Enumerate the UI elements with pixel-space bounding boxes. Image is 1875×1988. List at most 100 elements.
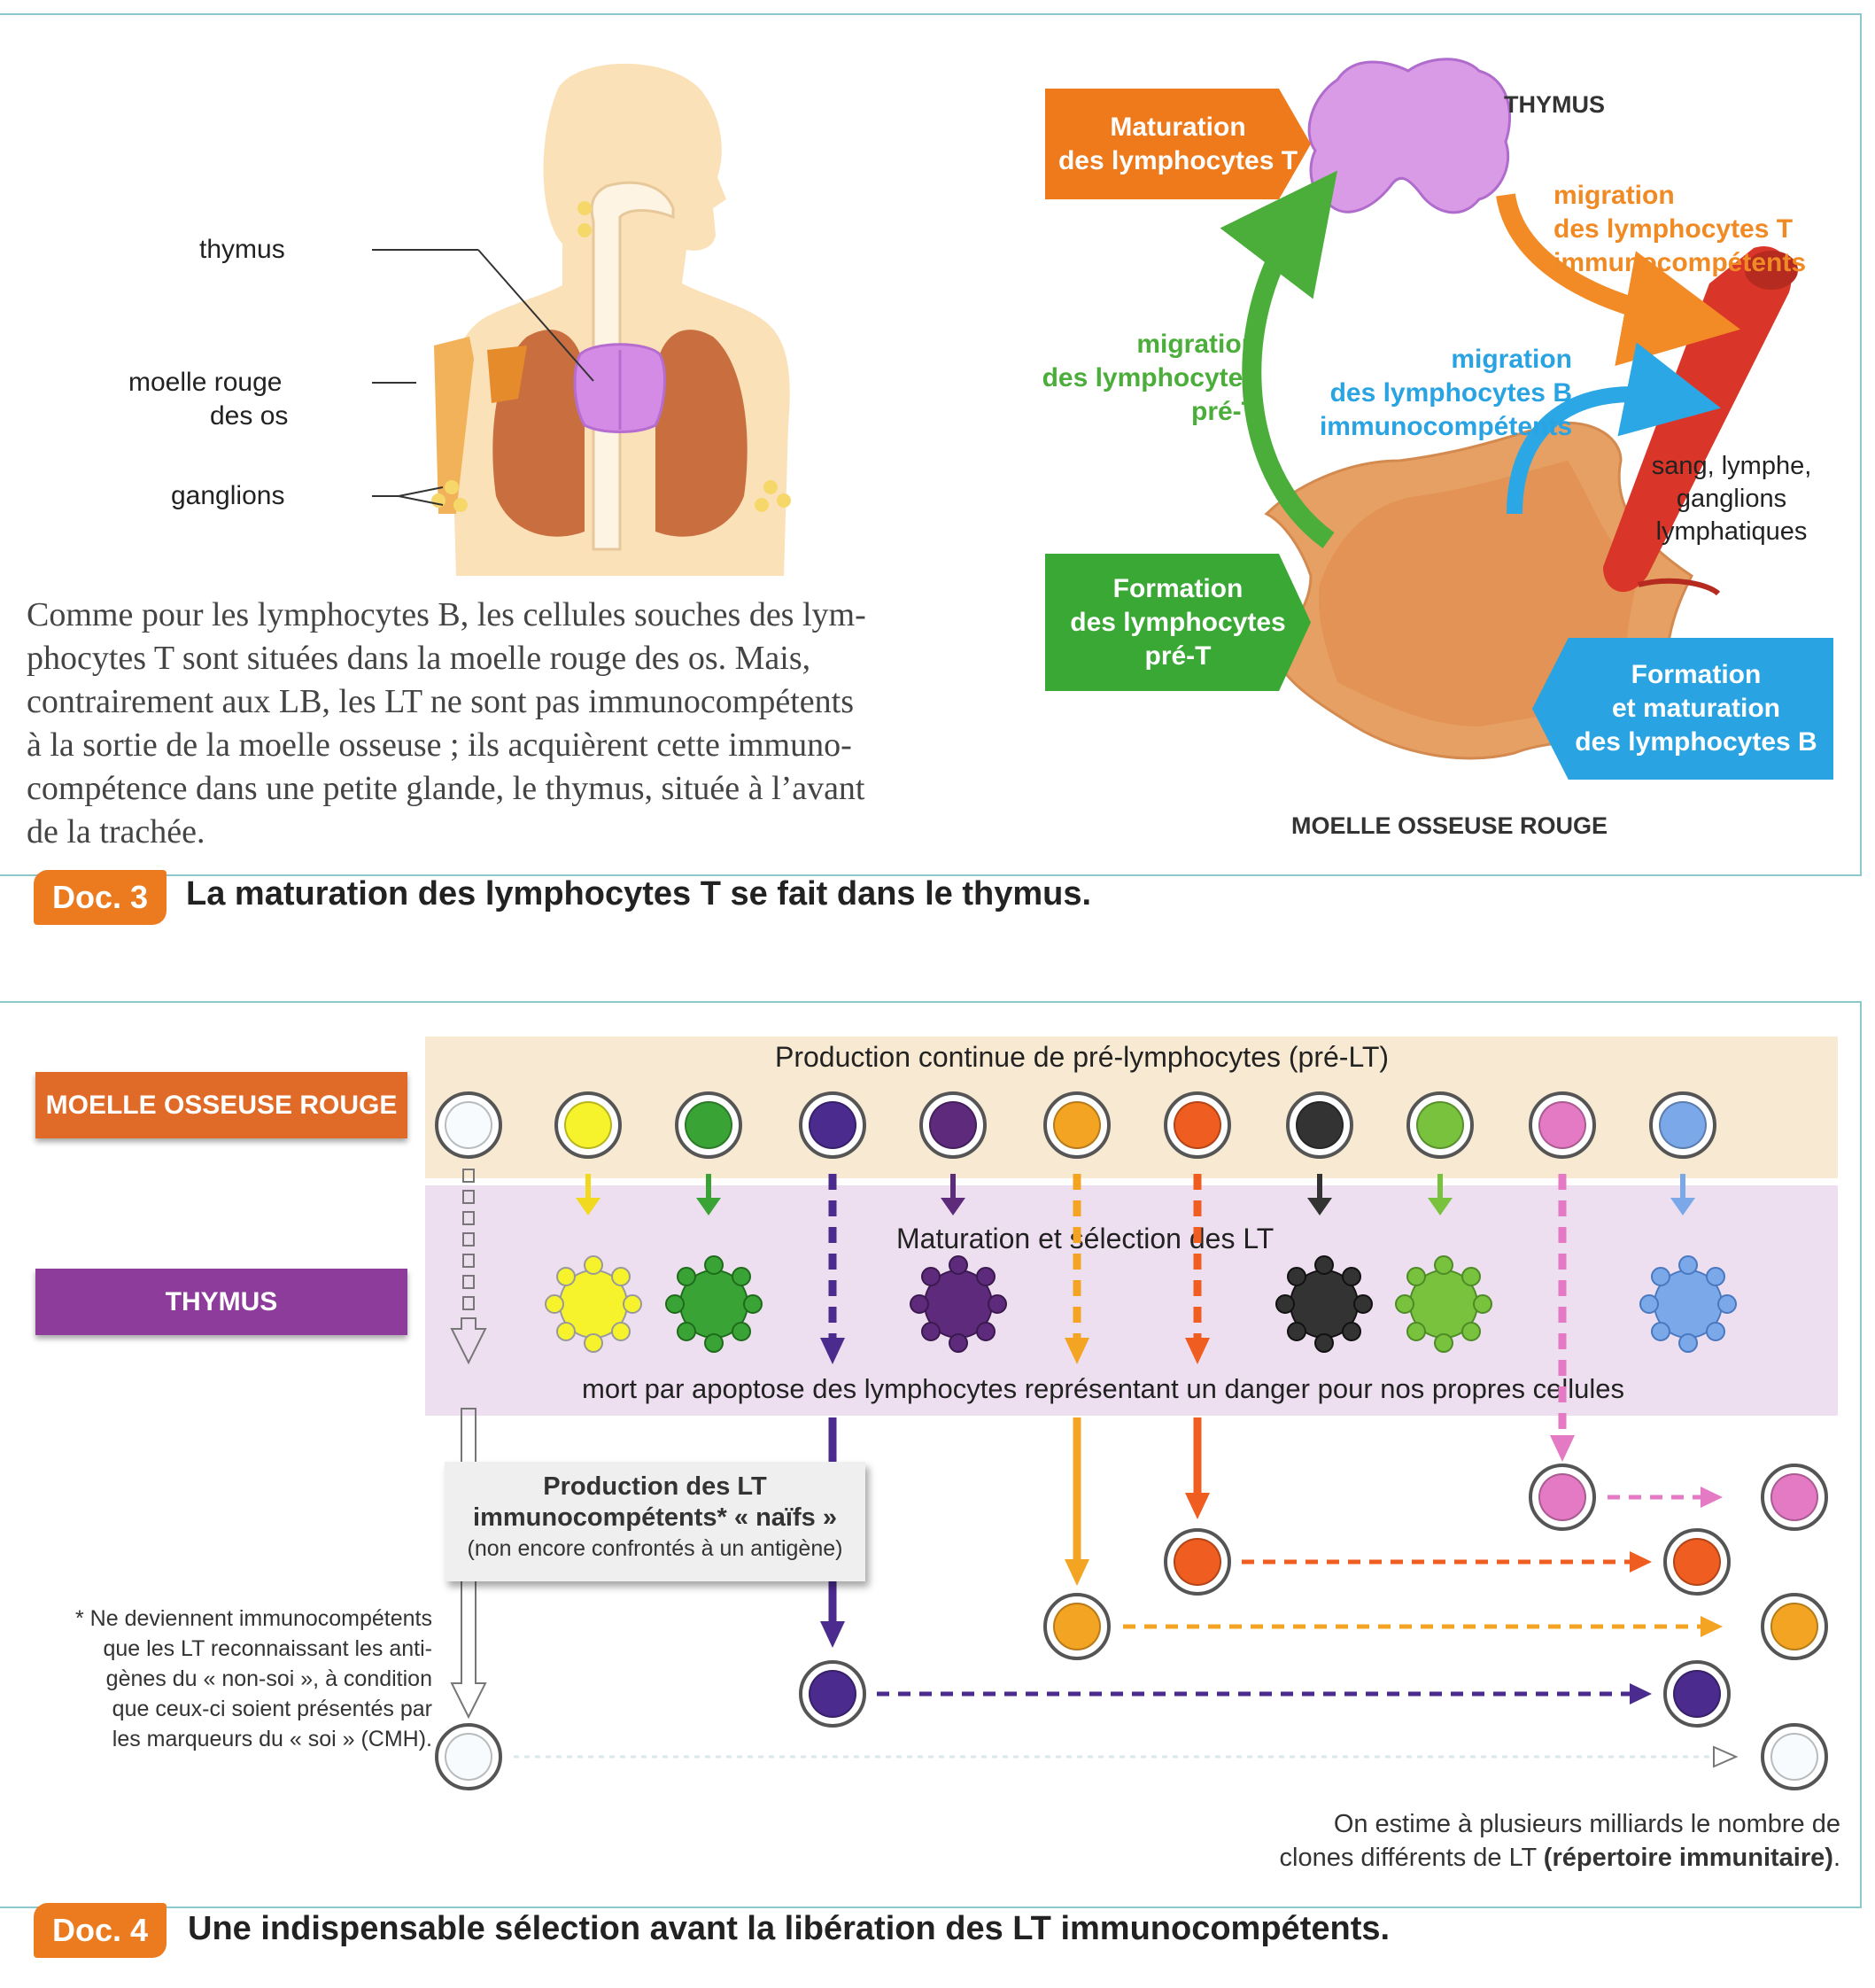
estimate-part: clones différents de LT [1279,1844,1544,1872]
thymus-title: THYMUS [1504,91,1605,118]
footnote-line: gènes du « non-soi », à condition [105,1666,432,1691]
doc4-tag: Doc. 4 [34,1903,167,1958]
cell-redorange-top [1164,1091,1231,1159]
band-thymus [425,1185,1838,1416]
row-label-thymus: THYMUS [35,1269,407,1335]
label-line: migration [1451,345,1572,374]
band-moelle [425,1037,1838,1178]
box-line: des lymphocytes B [1575,727,1817,757]
cell-yellow-top [554,1091,622,1159]
label-line: des lymphocytes B [1329,378,1572,408]
doc3-tag: Doc. 3 [34,870,167,925]
spiky-black [1275,1255,1373,1353]
footnote-line: que les LT reconnaissant les anti- [103,1636,432,1661]
orange-path [1065,1174,1723,1637]
white-column [450,1169,487,1720]
label-line: immunocompétents [1319,412,1572,441]
production-line1: Production des LT [543,1472,767,1501]
box-line: des lymphocytes T [1058,145,1298,175]
cell-pink-mid [1529,1464,1596,1531]
footnote-line: que ceux-ci soient présentés par [112,1697,432,1721]
cell-orange-end [1761,1593,1828,1660]
body-illustration [372,63,791,577]
paragraph-line: de la trachée. [27,813,205,850]
band-top-text: Production continue de pré-lymphocytes (… [775,1041,1390,1073]
migration-pre-t-label: migration des lymphocytes pré-T [1010,328,1258,429]
box-line: Maturation [1110,112,1246,142]
label-line: des lymphocytes [1042,363,1258,392]
pink-path [1550,1174,1723,1508]
cell-pink-end [1761,1464,1828,1531]
label-moelle-1: moelle rouge [128,368,283,397]
formation-b-box: Formation et maturation des lymphocytes B [1532,638,1833,780]
apoptose-text: mort par apoptose des lymphocytes représ… [582,1373,1624,1404]
cell-lightgreen-top [1406,1091,1474,1159]
footnote: * Ne deviennent immunocompétents que les… [34,1604,432,1754]
estimate-line2: clones différents de LT (répertoire immu… [1151,1841,1840,1875]
label-thymus: thymus [199,235,285,264]
spiky-lightgreen [1395,1255,1492,1353]
cell-black-top [1286,1091,1353,1159]
box-line: Formation [1112,573,1244,603]
box-line: Formation [1631,660,1762,689]
moelle-title: MOELLE OSSEUSE ROUGE [1291,812,1608,839]
cell-blue-top [1649,1091,1716,1159]
label-line: immunocompétents [1553,248,1807,277]
red-orange-path [1185,1174,1652,1573]
label-line: sang, lymphe, [1651,452,1812,480]
paragraph-line: contrairement aux LB, les LT ne sont pas… [27,683,854,720]
spiky-green [665,1255,763,1353]
cell-white-mid [435,1723,502,1790]
band-mid-text: Maturation et sélection des LT [896,1223,1275,1254]
cell-white-end [1761,1723,1828,1790]
cell-redorange-mid [1164,1528,1231,1596]
white-path [514,1745,1739,1768]
migration-b-immuno-label: migration des lymphocytes B immunocompét… [1293,343,1572,444]
label-line: migration [1553,181,1675,210]
box-line: et maturation [1611,694,1781,723]
production-box: Production des LT immunocompétents* « na… [445,1462,865,1581]
spiky-violet [910,1255,1007,1353]
cell-redorange-end [1663,1528,1731,1596]
label-line: ganglions [1676,485,1787,513]
doc3-paragraph: Comme pour les lymphocytes B, les cellul… [27,594,974,854]
cell-orange-mid [1043,1593,1111,1660]
cell-violet-top [919,1091,987,1159]
label-line: lymphatiques [1655,517,1808,546]
cell-green-top [675,1091,742,1159]
box-line: pré-T [1144,641,1212,671]
formation-pre-t-box: Formation des lymphocytes pré-T [1045,554,1311,691]
production-line2: immunocompétents* « naïfs » [473,1503,837,1532]
cell-pink-top [1529,1091,1596,1159]
doc4-title: Une indispensable sélection avant la lib… [188,1910,1391,1947]
paragraph-line: phocytes T sont situées dans la moelle r… [27,640,811,677]
spiky-yellow [545,1255,642,1353]
footnote-line: les marqueurs du « soi » (CMH). [112,1727,432,1751]
migration-t-immuno-label: migration des lymphocytes T immunocompét… [1553,179,1806,280]
spiky-blue [1639,1255,1737,1353]
doc3-title: La maturation des lymphocytes T se fait … [186,875,1092,912]
production-line3: (non encore confrontés à un antigène) [467,1536,843,1561]
row-label-moelle: MOELLE OSSEUSE ROUGE [35,1072,407,1138]
sang-label: sang, lymphe, ganglions lymphatiques [1630,450,1833,548]
estimate-part: . [1832,1844,1840,1872]
paragraph-line: compétence dans une petite glande, le th… [27,770,865,807]
cell-white-top [435,1091,502,1159]
label-line: migration [1136,330,1258,359]
box-line: des lymphocytes [1070,607,1286,637]
cell-indigo-end [1663,1660,1731,1728]
label-line: des lymphocytes T [1553,214,1794,244]
cell-orange-top [1043,1091,1111,1159]
label-line: pré-T [1191,397,1258,426]
label-ganglions: ganglions [171,481,285,510]
footnote-line: * Ne deviennent immunocompétents [74,1606,432,1631]
cell-indigo-top [799,1091,866,1159]
paragraph-line: Comme pour les lymphocytes B, les cellul… [27,596,866,633]
cell-indigo-mid [799,1660,866,1728]
label-moelle-2: des os [210,401,289,431]
estimate-line1: On estime à plusieurs milliards le nombr… [1333,1810,1840,1838]
estimate-bold: (répertoire immunitaire) [1543,1844,1833,1872]
paragraph-line: à la sortie de la moelle osseuse ; ils a… [27,726,852,764]
